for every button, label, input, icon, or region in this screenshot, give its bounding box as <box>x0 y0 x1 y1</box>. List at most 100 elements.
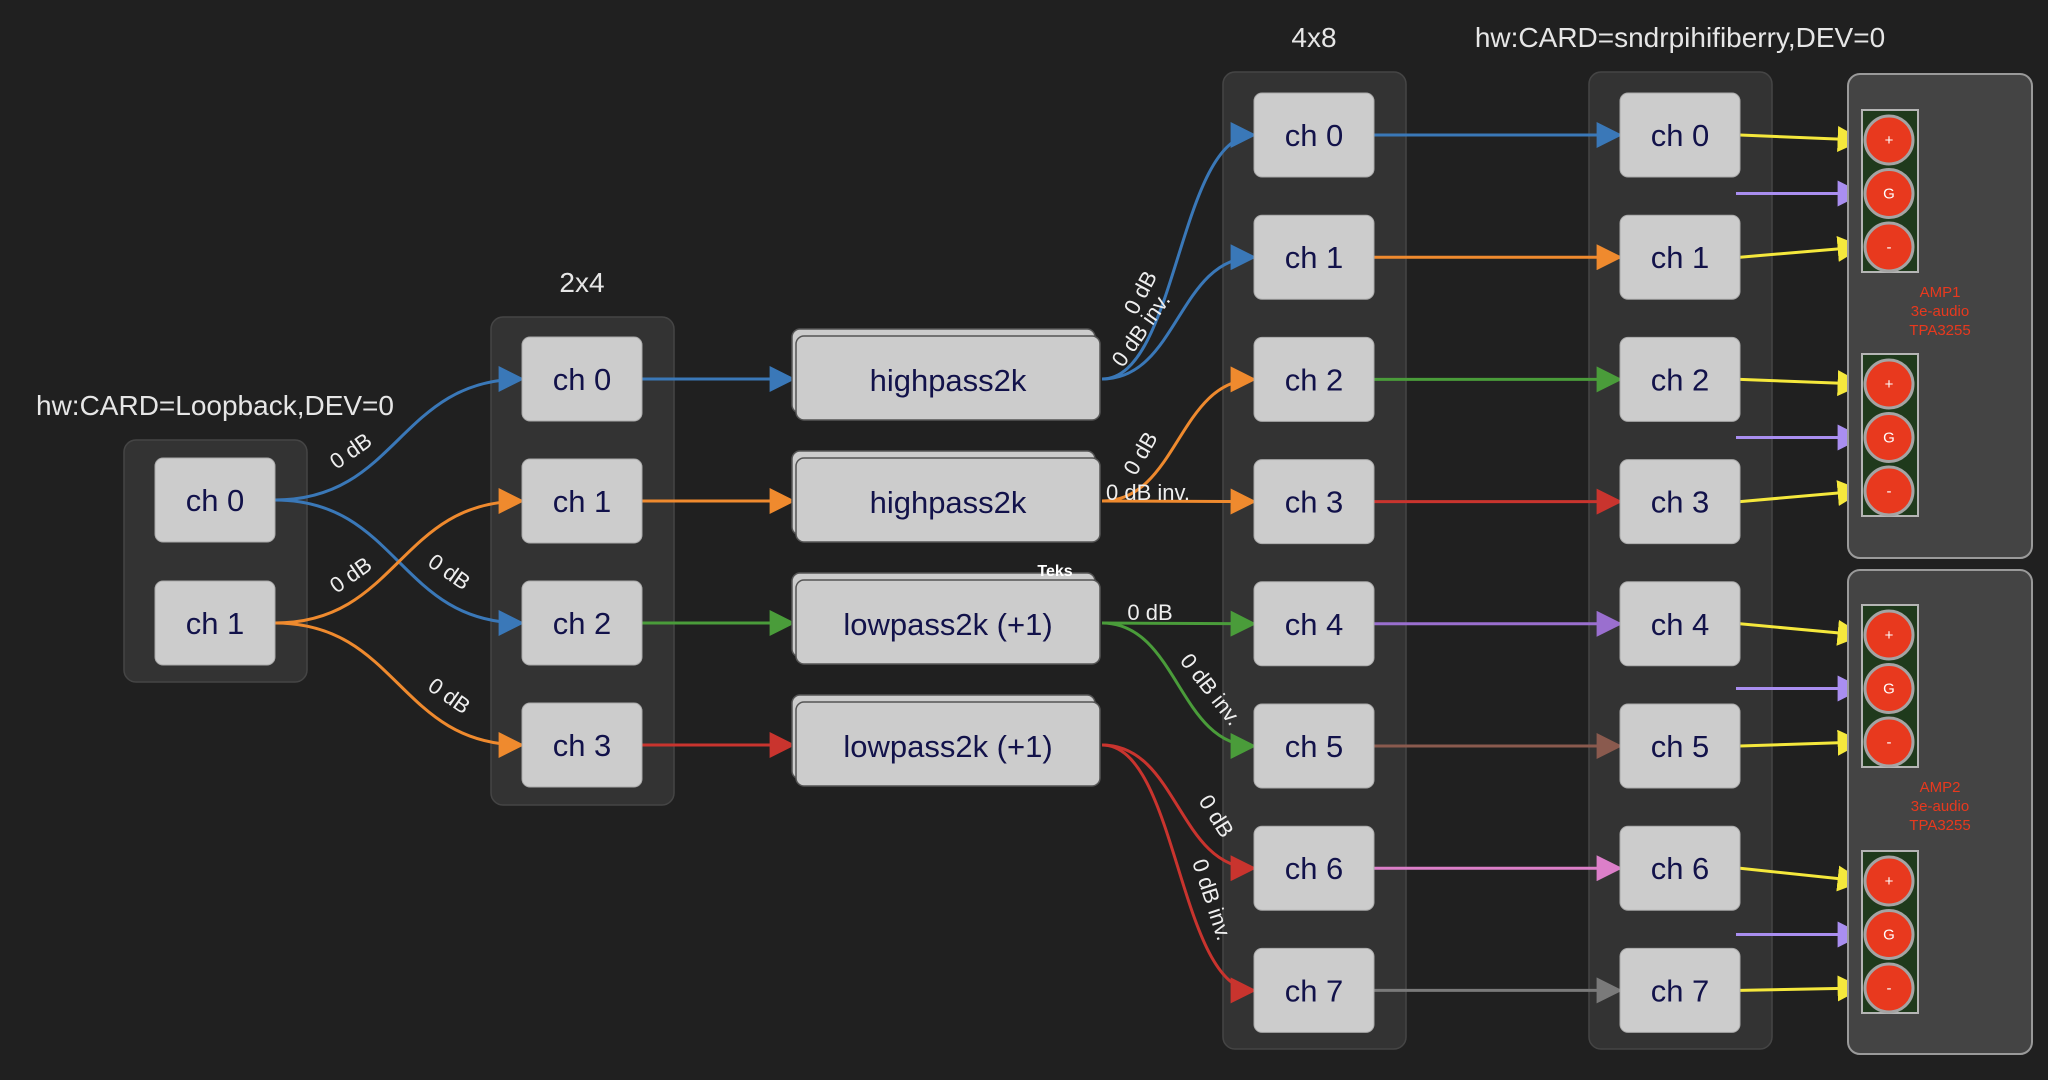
terminal-ground: G <box>1863 168 1915 219</box>
mixer-4x8-ch2[interactable]: ch 2 <box>1253 336 1375 422</box>
hifiberry-ch7[interactable]: ch 7 <box>1619 947 1741 1033</box>
terminal-negative: - <box>1863 465 1915 517</box>
terminal-dot <box>1863 168 1915 219</box>
hifiberry-ch5[interactable]: ch 5 <box>1619 703 1741 789</box>
loopback-ch1-box <box>154 580 276 666</box>
mixer-2x4-ch1[interactable]: ch 1 <box>521 458 643 544</box>
terminal-negative: - <box>1863 221 1915 273</box>
filter-label: highpass2k <box>870 363 1027 398</box>
edge-dac-ch7-amp <box>1739 975 1864 1002</box>
terminal-symbol: G <box>1883 186 1895 203</box>
hifiberry-ch1[interactable]: ch 1 <box>1619 214 1741 300</box>
terminal-dot <box>1863 716 1915 768</box>
edge-dac-ch4-amp <box>1739 619 1864 646</box>
edge-dac-ch2-amp <box>1739 370 1864 397</box>
terminal-dot <box>1863 465 1915 517</box>
hifiberry-ch1-label: ch 1 <box>1651 240 1710 275</box>
amp-label: 3e-audio <box>1911 798 1969 815</box>
edge-filter2-ch5 <box>1101 621 1257 759</box>
terminal-positive: + <box>1863 609 1915 661</box>
filter-label: lowpass2k (+1) <box>843 729 1052 764</box>
mixer-4x8-ch5-label: ch 5 <box>1285 729 1344 764</box>
terminal-dot <box>1863 412 1915 463</box>
mixer-2x4-ch3-label: ch 3 <box>553 728 612 763</box>
mixer-4x8-ch0-box <box>1253 92 1375 178</box>
amp-label: AMP2 <box>1920 779 1961 796</box>
mixer-4x8-ch4-box <box>1253 581 1375 667</box>
mixer-4x8-group <box>1222 71 1407 1050</box>
edge-dac-ch0-amp <box>1739 126 1864 153</box>
loopback-ch0-label: ch 0 <box>186 483 245 518</box>
edge-loop1-mix3 <box>274 621 525 758</box>
mixer-4x8-ch3-box <box>1253 459 1375 545</box>
terminal-symbol: + <box>1885 873 1894 890</box>
channel-nodes: highpass2k highpass2k lowpass2k (+1) lowpas… <box>154 92 1741 1033</box>
hifiberry-ch4[interactable]: ch 4 <box>1619 581 1741 667</box>
mixer-4x8-ch4[interactable]: ch 4 <box>1253 581 1375 667</box>
filter-2[interactable]: lowpass2k (+1) <box>791 572 1101 665</box>
edge-label: 0 dB inv. <box>1106 480 1190 505</box>
terminal-symbol: + <box>1885 376 1894 393</box>
mixer-4x8-ch7[interactable]: ch 7 <box>1253 947 1375 1033</box>
hifiberry-ch5-box <box>1619 703 1741 789</box>
edge-filter3-ch6 <box>1101 743 1257 882</box>
mixer-2x4-ch0-box <box>521 336 643 422</box>
filter-label: highpass2k <box>870 485 1027 520</box>
mixer-2x4-title: 2x4 <box>559 267 604 298</box>
edge-filter1-ch2 <box>1101 366 1257 503</box>
mixer-4x8-ch5[interactable]: ch 5 <box>1253 703 1375 789</box>
filter-3[interactable]: lowpass2k (+1) <box>791 694 1101 787</box>
edge-label: 0 dB <box>1127 600 1172 625</box>
hifiberry-title: hw:CARD=sndrpihifiberry,DEV=0 <box>1475 22 1885 53</box>
mixer-4x8-ch0[interactable]: ch 0 <box>1253 92 1375 178</box>
hifiberry-ch3[interactable]: ch 3 <box>1619 459 1741 545</box>
hifiberry-ch0-label: ch 0 <box>1651 118 1710 153</box>
hifiberry-ch4-label: ch 4 <box>1651 607 1710 642</box>
mixer-4x8-ch6[interactable]: ch 6 <box>1253 825 1375 911</box>
hifiberry-ch7-label: ch 7 <box>1651 973 1710 1008</box>
terminal-dot <box>1863 855 1915 907</box>
hifiberry-ch5-label: ch 5 <box>1651 729 1710 764</box>
edge-dac-ch1-amp <box>1739 236 1864 262</box>
filter-1[interactable]: highpass2k <box>791 450 1101 543</box>
filter-box <box>795 701 1101 787</box>
terminal-symbol: + <box>1885 132 1894 149</box>
terminal-symbol: - <box>1887 239 1892 256</box>
hifiberry-ch6[interactable]: ch 6 <box>1619 825 1741 911</box>
mixer-4x8-ch3[interactable]: ch 3 <box>1253 459 1375 545</box>
mixer-2x4-ch0[interactable]: ch 0 <box>521 336 643 422</box>
mixer-4x8-ch1[interactable]: ch 1 <box>1253 214 1375 300</box>
mixer-4x8-ch4-label: ch 4 <box>1285 607 1344 642</box>
edge-loop0-mix0 <box>274 366 525 502</box>
mixer-2x4-ch0-label: ch 0 <box>553 362 612 397</box>
hifiberry-ch2-box <box>1619 336 1741 422</box>
mixer-4x8-ch2-label: ch 2 <box>1285 362 1344 397</box>
loopback-ch1[interactable]: ch 1 <box>154 580 276 666</box>
mixer-4x8-ch0-label: ch 0 <box>1285 118 1344 153</box>
terminal-symbol: - <box>1887 734 1892 751</box>
hifiberry-ch0[interactable]: ch 0 <box>1619 92 1741 178</box>
filter-0[interactable]: highpass2k <box>791 328 1101 421</box>
mixer-4x8-title: 4x8 <box>1291 22 1336 53</box>
edge-loop1-mix1 <box>274 488 525 625</box>
loopback-ch0-box <box>154 457 276 543</box>
amp-label: TPA3255 <box>1909 322 1970 339</box>
mixer-4x8-ch1-box <box>1253 214 1375 300</box>
loopback-ch0[interactable]: ch 0 <box>154 457 276 543</box>
mixer-2x4-ch3-box <box>521 702 643 788</box>
edge-label: 0 dB <box>424 549 475 595</box>
hifiberry-ch1-box <box>1619 214 1741 300</box>
edge-dac-ch5-amp <box>1739 729 1864 756</box>
hifiberry-ch2[interactable]: ch 2 <box>1619 336 1741 422</box>
filter-box <box>795 335 1101 421</box>
terminal-dot <box>1863 609 1915 661</box>
mixer-2x4-ch3[interactable]: ch 3 <box>521 702 643 788</box>
mixer-4x8-ch3-label: ch 3 <box>1285 485 1344 520</box>
hifiberry-ch6-box <box>1619 825 1741 911</box>
terminal-symbol: G <box>1883 927 1895 944</box>
amp-label: TPA3255 <box>1909 817 1970 834</box>
mixer-2x4-ch1-label: ch 1 <box>553 484 612 519</box>
mixer-2x4-ch2[interactable]: ch 2 <box>521 580 643 666</box>
